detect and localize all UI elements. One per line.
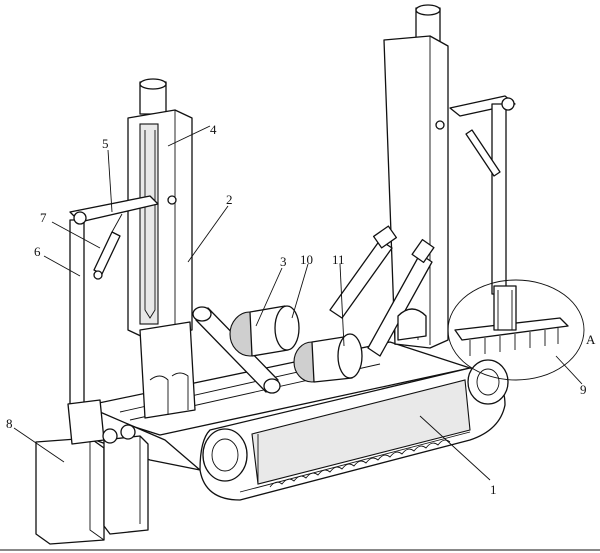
label-1: 1	[490, 482, 497, 497]
collection-boxes	[35, 399, 149, 545]
label-6: 6	[34, 244, 41, 259]
label-11: 11	[332, 252, 345, 267]
label-2: 2	[226, 192, 233, 207]
label-3: 3	[280, 254, 287, 269]
left-arm	[69, 195, 159, 421]
label-5: 5	[102, 136, 109, 151]
leader-lines	[13, 125, 583, 481]
label-9: 9	[580, 382, 587, 397]
label-10: 10	[300, 252, 313, 267]
rake-gripper	[454, 285, 569, 356]
left-column	[127, 78, 196, 419]
label-A: A	[586, 332, 596, 347]
label-7: 7	[40, 210, 47, 225]
right-arm	[449, 95, 516, 295]
right-column	[383, 4, 449, 349]
actuators	[192, 225, 435, 394]
part-labels: 1 2 3 4 5 6 7 8 9 10 11 A	[6, 122, 596, 497]
detail-circle-a	[447, 279, 585, 381]
label-8: 8	[6, 416, 13, 431]
label-4: 4	[210, 122, 217, 137]
